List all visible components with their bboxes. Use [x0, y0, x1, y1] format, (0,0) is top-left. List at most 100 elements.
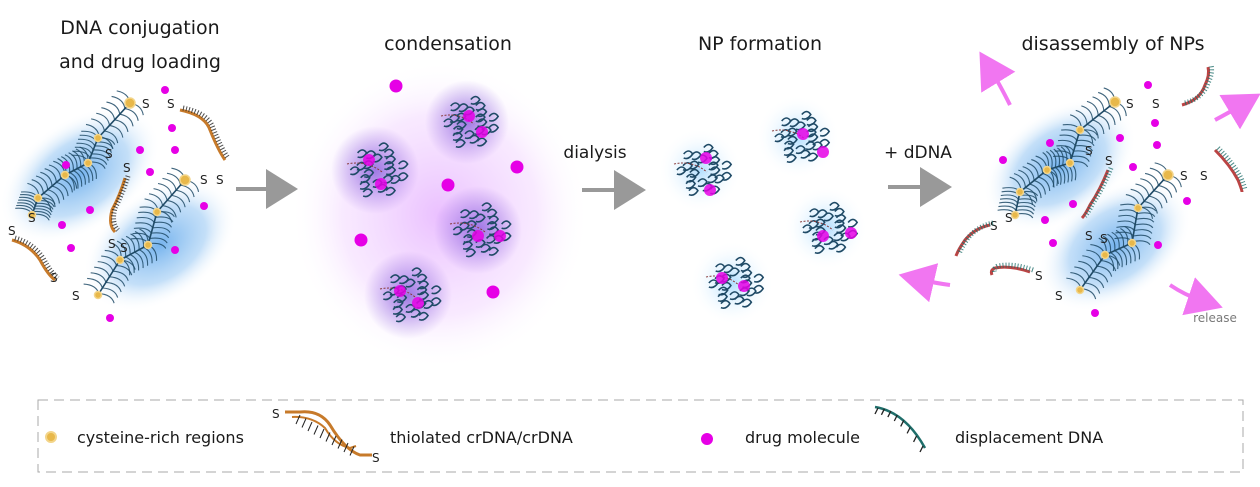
protein-bristle — [149, 237, 168, 244]
nanoparticle — [705, 256, 765, 309]
protein-bristle — [116, 240, 127, 258]
drug-molecule — [200, 202, 208, 210]
np-strand — [466, 220, 477, 230]
np-strand — [475, 113, 486, 123]
protein-bristle — [1098, 114, 1110, 130]
protein-bristle — [1143, 200, 1158, 214]
protein-bristle — [171, 194, 186, 208]
drug-dot-icon — [701, 433, 713, 445]
nanoparticle — [346, 142, 409, 198]
protein-bristle — [162, 205, 177, 218]
protein-bristle — [1056, 145, 1075, 152]
np-strand — [801, 110, 812, 120]
encapsulated-drug — [375, 178, 387, 190]
thiolated-crdna — [11, 238, 56, 282]
protein-bristle — [36, 202, 54, 210]
protein-bristle — [76, 168, 86, 185]
encapsulated-drug — [394, 285, 406, 297]
stage-title-np-formation: NP formation — [698, 33, 822, 55]
release-label: release — [1193, 311, 1237, 325]
protein-bristle — [1026, 162, 1039, 178]
protein-bristle — [1123, 246, 1132, 264]
np-strand — [476, 137, 488, 147]
protein-bristle — [1149, 167, 1164, 181]
np-halo — [690, 241, 774, 325]
drug-molecule — [1046, 139, 1054, 147]
np-strand — [795, 145, 806, 155]
thiolated-crdna-rungs — [182, 105, 231, 160]
drug-molecule — [1151, 119, 1159, 127]
stage-title-conjugation-line2: and drug loading — [59, 51, 221, 73]
cysteine-region — [93, 290, 103, 300]
protein-bristle — [47, 189, 60, 204]
np-strand — [753, 273, 765, 283]
np-strand — [405, 278, 416, 288]
np-strand — [697, 178, 708, 188]
legend-label-ddna: displacement DNA — [955, 428, 1103, 447]
drug-molecule — [171, 146, 179, 154]
protein-bristle — [35, 205, 53, 213]
np-strand — [481, 202, 493, 212]
np-strand — [686, 173, 697, 183]
protein-bristle — [153, 188, 168, 201]
encapsulated-drug — [704, 184, 716, 196]
protein-bristle — [138, 211, 157, 218]
np-strand — [398, 275, 410, 285]
cysteine-region — [152, 207, 162, 217]
encapsulated-drug — [463, 110, 475, 122]
protein-bristle — [89, 157, 108, 165]
drug-molecule — [389, 79, 403, 93]
np-strand — [833, 232, 845, 242]
drug-molecule — [1049, 239, 1057, 247]
crdna-rung — [319, 428, 325, 439]
protein-bristle — [90, 272, 107, 283]
np-strand — [786, 153, 797, 163]
np-crdna — [440, 114, 475, 125]
protein-bristle — [130, 233, 140, 250]
sulfur-label: S — [167, 97, 175, 111]
drug-molecule — [1129, 163, 1137, 171]
protein-bristle — [109, 124, 124, 138]
protein-bristle — [1031, 159, 1044, 174]
protein-bristle — [151, 232, 170, 239]
protein-bristle — [155, 216, 174, 223]
protein-bristle — [134, 231, 145, 248]
protein-bristle — [1062, 164, 1069, 183]
protein-bristle — [1148, 195, 1163, 209]
np-strand — [393, 299, 404, 309]
protein-bristle — [1134, 229, 1153, 234]
protein-bristle — [76, 142, 94, 151]
drug-molecule — [86, 206, 94, 214]
np-strand — [812, 141, 823, 151]
np-strand — [735, 256, 746, 266]
protein-bristle — [1092, 119, 1105, 135]
np-halo — [364, 251, 452, 339]
protein-bristle — [1046, 150, 1053, 169]
sulfur-label: S — [1035, 269, 1043, 283]
np-strand — [455, 138, 466, 148]
sulfur-label: S — [200, 173, 208, 187]
np-strand — [476, 107, 488, 118]
nanoparticle — [771, 110, 831, 163]
np-strand — [787, 127, 798, 137]
crdna-rung — [343, 442, 349, 453]
crdna-rung — [313, 425, 319, 435]
crdna-rung — [331, 435, 337, 446]
protein-bristle — [166, 172, 182, 186]
sulfur-label: S — [216, 173, 224, 187]
np-strand — [456, 120, 467, 130]
protein-bristle — [138, 249, 149, 266]
sulfur-label: S — [1152, 97, 1160, 111]
protein-bristle — [80, 166, 90, 183]
cysteine-region — [115, 255, 125, 265]
protein-bristle — [135, 222, 154, 229]
nanoparticle — [799, 201, 859, 254]
protein-bristle — [119, 113, 134, 127]
sulfur-label: S — [1180, 169, 1188, 183]
np-strand — [714, 174, 725, 184]
protein-bristle — [1086, 249, 1102, 261]
crdna-rung — [295, 414, 301, 425]
np-strand — [385, 155, 397, 165]
